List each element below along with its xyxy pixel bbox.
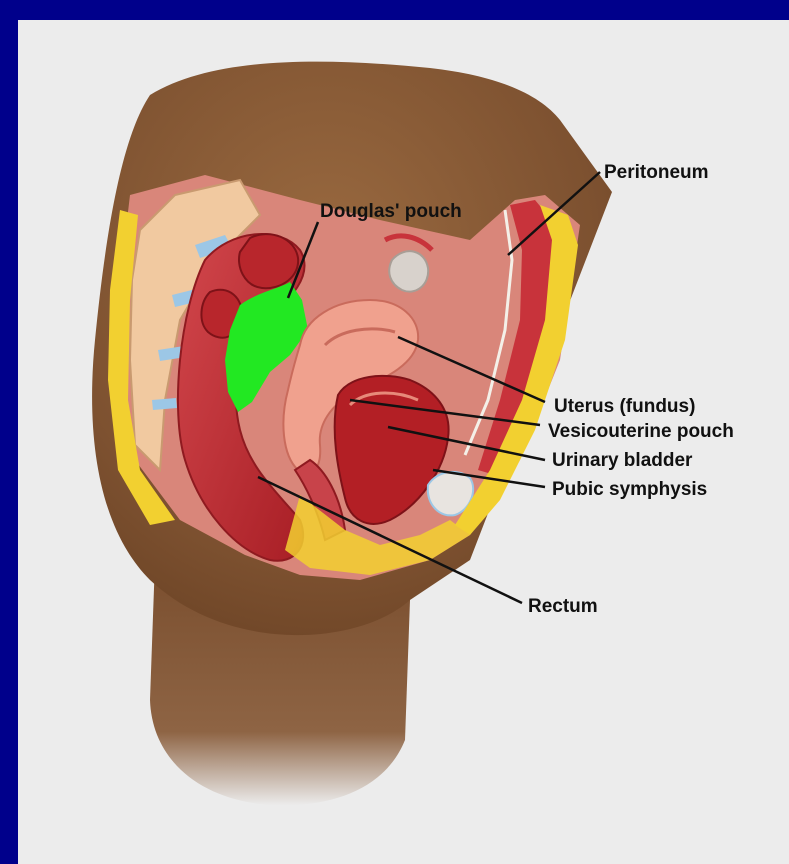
label-urinary-bladder: Urinary bladder xyxy=(552,450,693,471)
label-vesicouterine-pouch: Vesicouterine pouch xyxy=(548,421,734,442)
label-pubic-symphysis: Pubic symphysis xyxy=(552,479,707,500)
label-rectum: Rectum xyxy=(528,596,598,617)
label-douglas-pouch: Douglas' pouch xyxy=(320,201,462,222)
ovary xyxy=(389,251,428,292)
label-uterus-fundus: Uterus (fundus) xyxy=(554,396,695,417)
colon-loop xyxy=(239,234,298,288)
label-peritoneum: Peritoneum xyxy=(604,162,709,183)
vertebra-disc xyxy=(152,398,177,410)
